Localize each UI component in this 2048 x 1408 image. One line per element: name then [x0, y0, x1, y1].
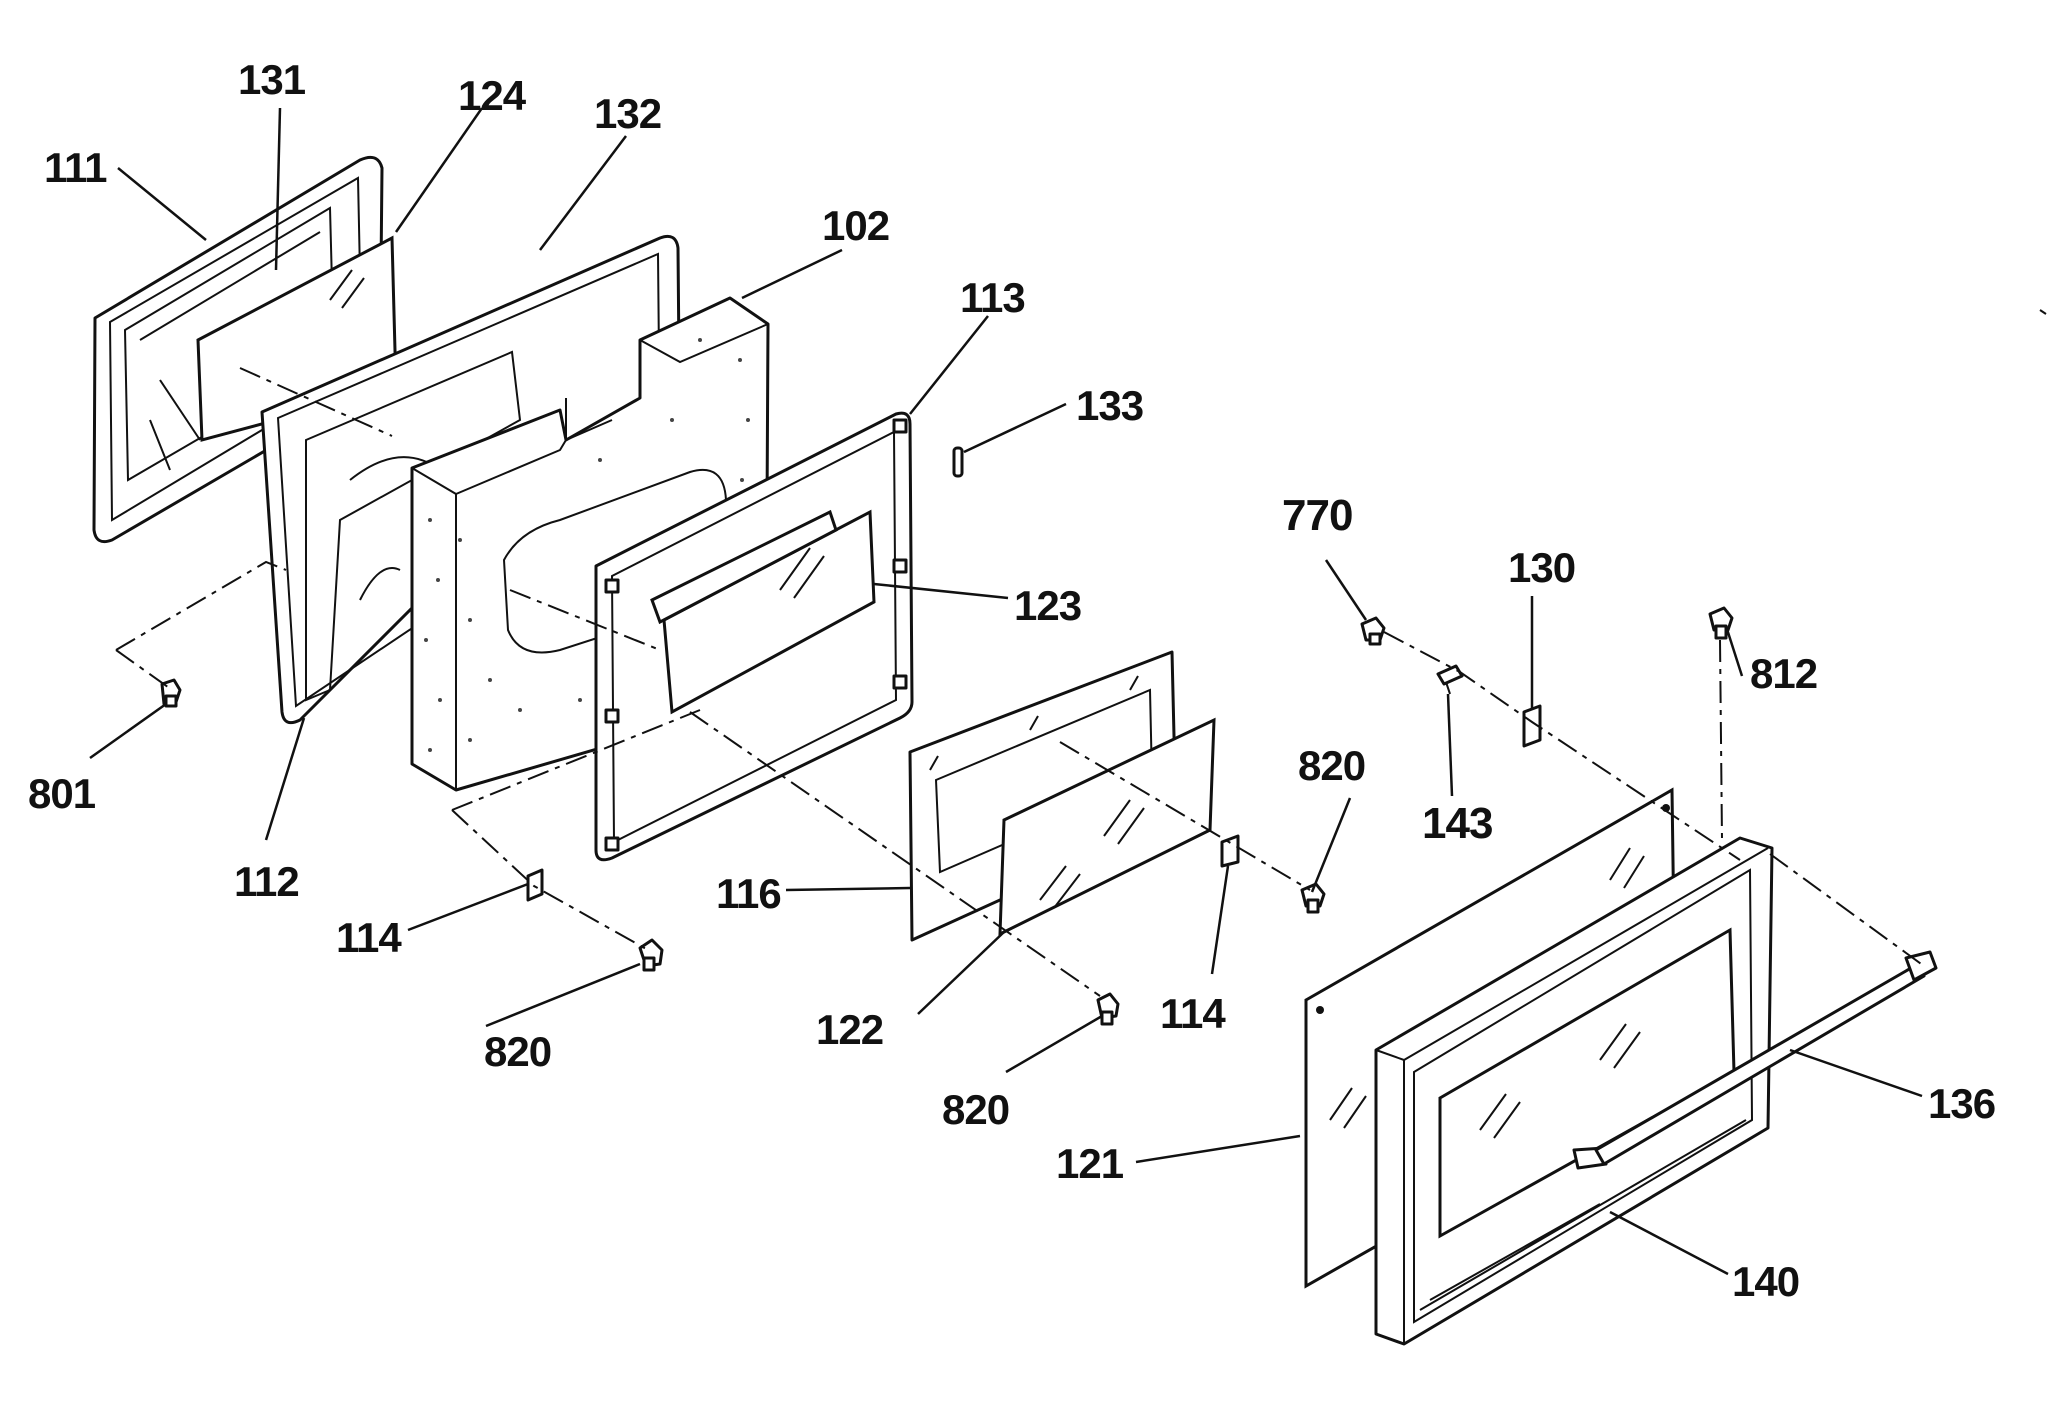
- label-136: 136: [1928, 1080, 1995, 1127]
- part-116-glass-retainer: [908, 650, 1178, 942]
- label-770: 770: [1282, 491, 1352, 540]
- assembly-lines: [115, 367, 1925, 997]
- label-820-left: 820: [484, 1028, 551, 1075]
- label-820-right: 820: [1298, 742, 1365, 789]
- leader-lines: [89, 107, 1923, 1276]
- label-820-middle: 820: [942, 1086, 1009, 1133]
- label-111: 111: [44, 144, 107, 191]
- part-114-bracket-right: [1220, 834, 1240, 868]
- part-140-outer-door-frame: [1374, 836, 1774, 1346]
- label-112: 112: [234, 858, 299, 905]
- label-812: 812: [1750, 650, 1817, 697]
- label-132: 132: [594, 90, 661, 137]
- label-122: 122: [816, 1006, 883, 1053]
- label-140: 140: [1732, 1258, 1799, 1305]
- part-labels: 111 131 124 132 102 113 133 123 801 112 …: [28, 56, 1996, 1305]
- label-113: 113: [960, 274, 1025, 321]
- label-124: 124: [458, 72, 527, 119]
- label-801: 801: [28, 770, 96, 817]
- label-133: 133: [1076, 382, 1143, 429]
- label-114-right: 114: [1160, 990, 1226, 1037]
- part-133-pin: [952, 446, 964, 478]
- part-820-screw-middle: [1096, 992, 1120, 1026]
- label-143: 143: [1422, 799, 1492, 848]
- part-812-screw: [1708, 606, 1734, 640]
- part-130-bracket: [1522, 704, 1542, 748]
- part-136-door-handle: [1572, 950, 1938, 1170]
- label-131: 131: [238, 56, 306, 103]
- label-130: 130: [1508, 544, 1575, 591]
- part-143-clip: [1436, 664, 1464, 695]
- label-123: 123: [1014, 582, 1081, 629]
- label-121: 121: [1056, 1140, 1124, 1187]
- part-820-screw-left: [638, 938, 664, 972]
- part-770-screw: [1360, 616, 1386, 646]
- label-116: 116: [716, 870, 781, 917]
- label-102: 102: [822, 202, 889, 249]
- label-114-left: 114: [336, 914, 402, 961]
- part-113-inner-door-panel: [594, 411, 914, 862]
- part-114-bracket-left: [526, 868, 544, 902]
- stray-mark: [2039, 309, 2047, 315]
